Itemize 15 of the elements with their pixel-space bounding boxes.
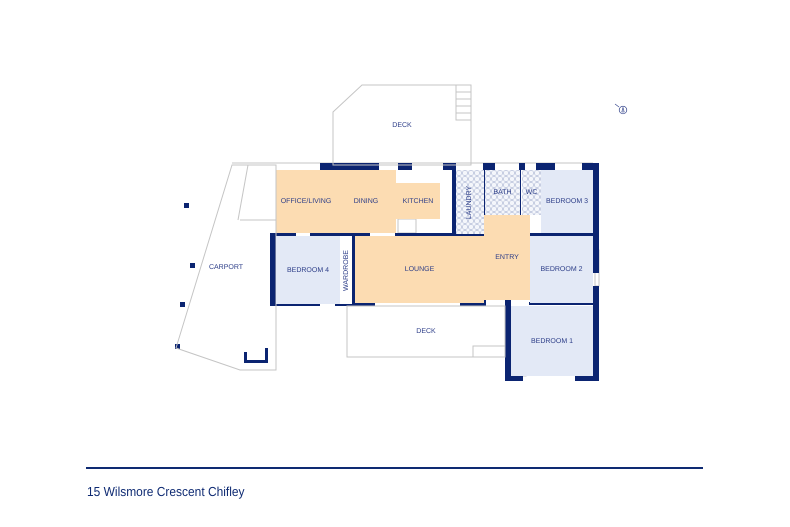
carport-area: [176, 165, 276, 370]
room-area: [485, 170, 520, 215]
room-area: [355, 236, 484, 303]
room-area: [484, 215, 530, 300]
deck-area: [333, 85, 471, 165]
deck-area: [347, 306, 505, 357]
room-area: [541, 170, 593, 233]
room-area: [396, 183, 440, 219]
room-area: [522, 170, 541, 215]
address-title: 15 Wilsmore Crescent Chifley: [87, 484, 245, 499]
room-area: [511, 306, 593, 376]
room-area: [530, 236, 593, 303]
room-area: [456, 170, 484, 234]
room-area: [276, 170, 336, 233]
room-area: [276, 236, 340, 304]
